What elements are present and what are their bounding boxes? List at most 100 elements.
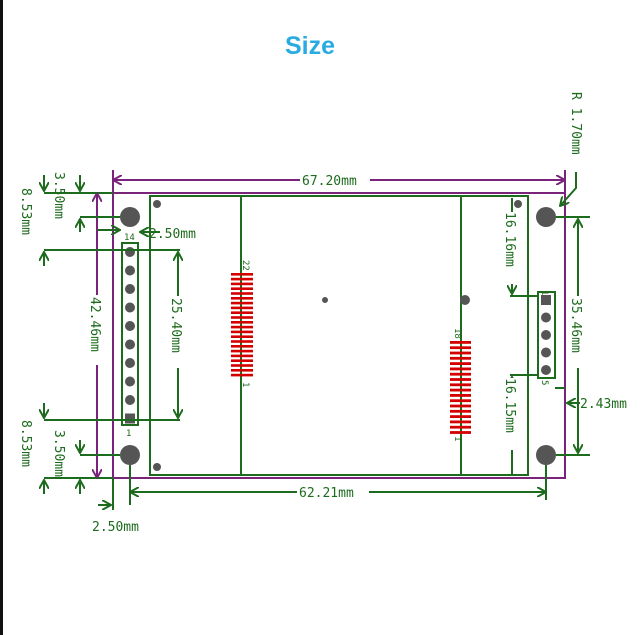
mount-hole-bottom-left <box>120 445 140 465</box>
hole-spacing-width-label: 62.21mm <box>299 486 354 501</box>
overall-width-label: 67.20mm <box>302 174 357 189</box>
fpc-pad <box>231 369 253 372</box>
fpc-pad <box>450 399 471 403</box>
left-fpc-pads <box>231 273 253 377</box>
fpc-pad <box>450 383 471 387</box>
small-dot <box>153 463 161 471</box>
left-border <box>0 0 3 635</box>
right-fpc-pads <box>450 341 471 434</box>
overall-height-label: 42.46mm <box>87 297 102 352</box>
header-pin <box>125 284 135 294</box>
fpc-pad <box>450 362 471 365</box>
right-pin-header <box>537 291 556 379</box>
bottom-hole-offset-label: 8.53mm <box>18 420 33 467</box>
fpc-pad <box>231 311 253 314</box>
small-dot <box>460 295 470 305</box>
fpc-pad <box>450 409 471 413</box>
left-pin-header <box>121 242 139 426</box>
dimension-line <box>504 378 520 450</box>
left-fpc-bottom-label: 1 <box>240 382 250 387</box>
right-header-pins <box>541 295 551 375</box>
header-pin-square <box>125 413 135 424</box>
fpc-pad <box>231 354 253 358</box>
fpc-pad <box>450 346 471 350</box>
header-pin <box>125 321 135 331</box>
header-pin <box>125 339 135 350</box>
header-pin <box>125 302 135 313</box>
fpc-pad <box>231 282 253 286</box>
fpc-pad <box>450 388 471 392</box>
fpc-pad <box>231 316 253 319</box>
dimension-line <box>504 212 520 284</box>
bottom-margin-label: 3.50mm <box>51 430 66 477</box>
header-pin <box>125 376 135 387</box>
header-pin <box>541 347 551 358</box>
fpc-pad <box>231 349 253 353</box>
left-fpc-top-label: 22 <box>240 260 250 271</box>
right-fpc-top-label: 18 <box>452 328 462 339</box>
dimension-line <box>89 295 105 365</box>
fpc-pad <box>231 297 253 300</box>
fpc-pad <box>450 431 471 434</box>
fpc-pad <box>231 273 253 276</box>
fpc-pad <box>450 420 471 424</box>
right-header-top-label: 1 <box>539 290 549 295</box>
fpc-pad <box>450 341 471 344</box>
mount-hole-bottom-right <box>536 445 556 465</box>
left-header-top-label: 14 <box>124 233 135 243</box>
fpc-pad <box>231 325 253 329</box>
right-fpc-bottom-label: 1 <box>452 436 462 441</box>
left-hole-inset-bottom-label: 2.50mm <box>92 520 139 535</box>
fpc-pad <box>231 340 253 343</box>
header-pin <box>541 365 551 375</box>
dimension-line <box>297 484 369 498</box>
header-length-label: 25.40mm <box>168 298 183 353</box>
fpc-pad <box>450 404 471 408</box>
fpc-pad <box>231 364 253 367</box>
dimension-line <box>170 296 186 368</box>
header-pin <box>125 358 135 368</box>
page-title: Size <box>284 32 336 60</box>
fpc-pad <box>450 394 471 397</box>
header-pin <box>541 312 551 323</box>
hole-spacing-height-label: 35.46mm <box>568 298 583 353</box>
header-pin <box>125 395 135 405</box>
small-dot <box>153 200 161 208</box>
top-hole-offset-label: 8.53mm <box>18 188 33 235</box>
fpc-pad <box>231 277 253 281</box>
fpc-pad <box>231 292 253 295</box>
center-dot <box>322 297 328 303</box>
header-pin <box>125 265 135 276</box>
display-frame <box>149 195 529 476</box>
fpc-pad <box>450 425 471 429</box>
fpc-pad <box>450 367 471 371</box>
right-header-top-label-dim: 16.16mm <box>502 212 517 267</box>
board-outline <box>112 192 566 479</box>
right-edge-offset-label: 2.43mm <box>580 397 627 412</box>
top-margin-label: 3.50mm <box>51 172 66 219</box>
header-pin-square <box>541 295 551 305</box>
small-dot <box>514 200 522 208</box>
fpc-pad <box>231 335 253 338</box>
dimension-line <box>300 172 370 186</box>
fpc-pad <box>231 373 253 377</box>
left-header-bottom-label: 1 <box>126 429 131 439</box>
header-pin <box>541 330 551 340</box>
fpc-pad <box>231 345 253 348</box>
fpc-pad <box>450 372 471 376</box>
fpc-pad <box>450 415 471 418</box>
fpc-pad <box>231 287 253 290</box>
mount-hole-top-right <box>536 207 556 227</box>
fpc-pad <box>450 351 471 355</box>
fpc-pad <box>450 378 471 381</box>
mount-hole-top-left <box>120 207 140 227</box>
fpc-pad <box>231 359 253 362</box>
fpc-pad <box>231 330 253 334</box>
fpc-pad <box>231 321 253 324</box>
left-hole-inset-top-label: 2.50mm <box>149 227 196 242</box>
right-header-bottom-label-dim: 16.15mm <box>502 378 517 433</box>
hole-radius-label: R 1.70mm <box>568 92 583 155</box>
hole-radius-leader <box>560 172 577 206</box>
left-header-pins <box>125 247 135 424</box>
